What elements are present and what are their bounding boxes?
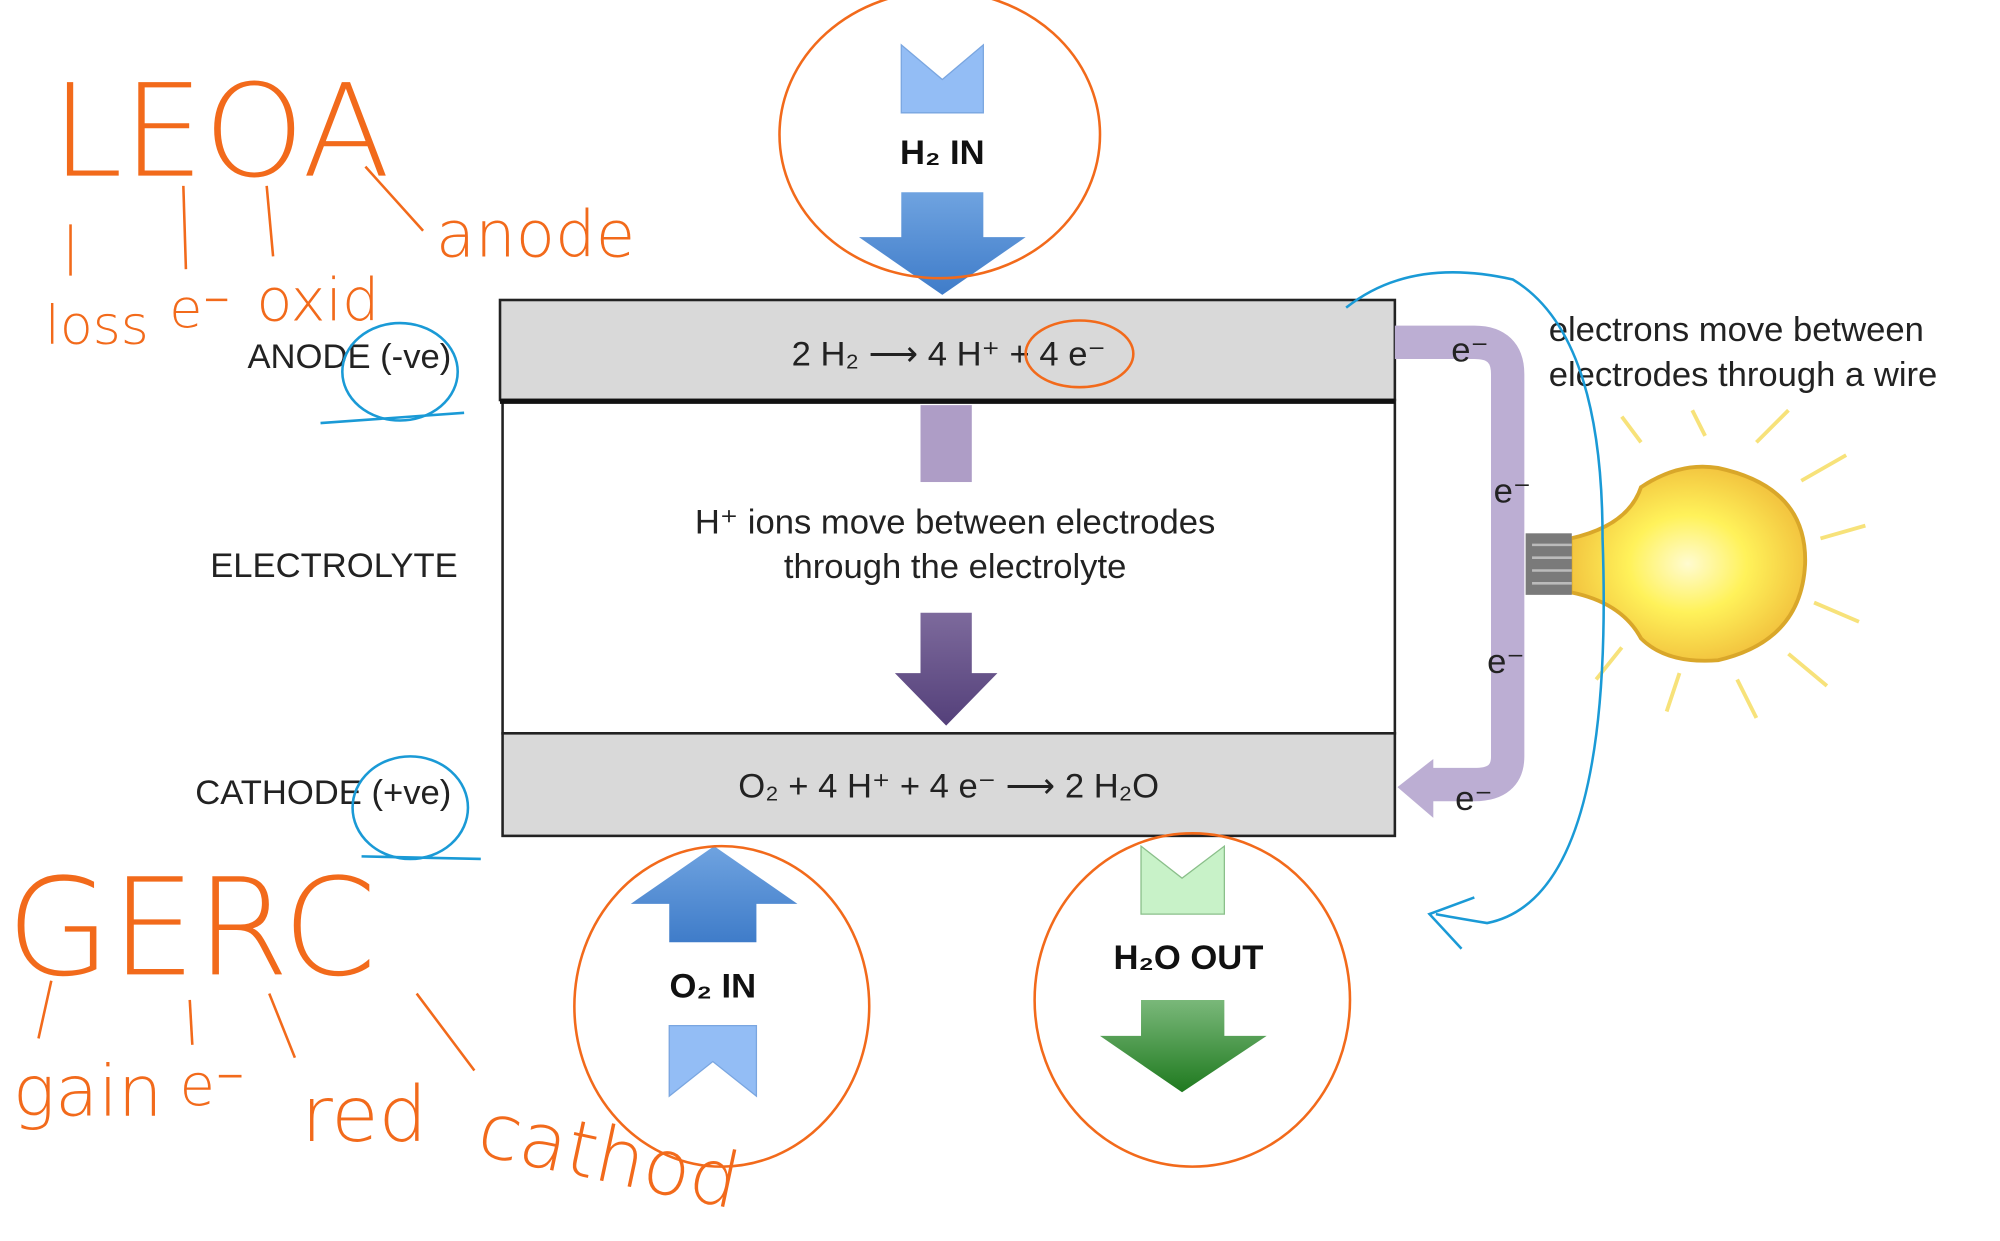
anode-box <box>498 298 1397 402</box>
note-loss: loss <box>45 294 149 357</box>
cathode-ve-circle <box>351 755 470 861</box>
electron-wire <box>1394 325 1525 802</box>
note-gerc: GERC <box>6 849 376 1006</box>
o2-in-label: O₂ IN <box>670 967 757 1005</box>
electron-label-3: e⁻ <box>1487 643 1525 681</box>
note-cathode: cathod <box>470 1085 747 1227</box>
h2-down-arrow-icon <box>858 192 1026 295</box>
electrolyte-text-1: H⁺ ions move between electrodes <box>695 503 1215 541</box>
anode-equation: 2 H₂ ⟶ 4 H⁺ + 4 e⁻ <box>792 335 1106 373</box>
wire-text-2: electrodes through a wire <box>1549 356 1938 394</box>
h2o-out-label: H₂O OUT <box>1113 939 1263 977</box>
note-leoa-e: e⁻ <box>169 277 231 340</box>
h2-chevron-icon <box>900 43 984 114</box>
cathode-box <box>501 732 1397 838</box>
wire-text-1: electrons move between <box>1549 311 1924 349</box>
h2o-down-arrow-icon <box>1099 999 1267 1093</box>
blue-wire-trace <box>1345 271 1605 950</box>
electron-label-1: e⁻ <box>1451 332 1489 370</box>
o2-up-arrow-icon <box>630 846 798 943</box>
ion-down-arrow-icon <box>894 612 998 726</box>
note-gerc-e: e⁻ <box>180 1051 246 1119</box>
handwritten-annotations <box>37 0 1605 1168</box>
electron-label-2: e⁻ <box>1494 473 1532 511</box>
wire-arrowhead-icon <box>1397 758 1434 818</box>
note-red: red <box>301 1071 427 1160</box>
ion-bar <box>920 405 972 483</box>
cathode-label: CATHODE (+ve) <box>195 774 451 812</box>
note-oxid: oxid <box>256 266 379 335</box>
o2-chevron-icon <box>668 1024 758 1098</box>
electrolyte-label: ELECTROLYTE <box>210 547 457 585</box>
anode-label: ANODE (-ve) <box>247 338 451 376</box>
h2o-circle <box>1033 832 1352 1168</box>
electron-label-4: e⁻ <box>1455 780 1493 818</box>
electrolyte-text-2: through the electrolyte <box>784 548 1126 586</box>
h2-in-label: H₂ IN <box>900 134 985 172</box>
h2o-chevron-icon <box>1140 844 1225 915</box>
o2-circle <box>573 844 871 1168</box>
h2-circle <box>778 0 1102 280</box>
electron-circle <box>1024 319 1135 389</box>
note-leoa: LEOA <box>51 58 390 207</box>
cathode-equation: O₂ + 4 H⁺ + 4 e⁻ ⟶ 2 H₂O <box>738 767 1159 805</box>
note-anode: anode <box>436 198 635 272</box>
light-bulb-icon <box>1525 408 1866 719</box>
note-gain: gain <box>13 1050 163 1132</box>
anode-ve-circle <box>341 321 459 422</box>
